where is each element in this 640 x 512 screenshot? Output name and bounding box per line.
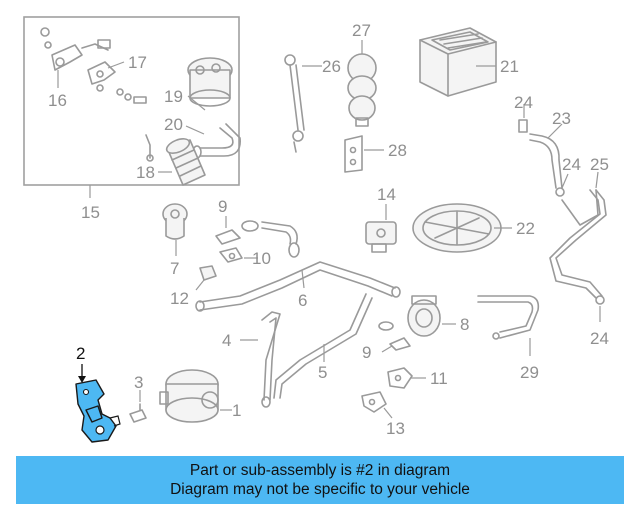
callout-27: 27	[352, 21, 371, 40]
callout-20: 20	[164, 115, 183, 134]
callout-24-middle: 24	[562, 155, 581, 174]
part-9-gasket-lower[interactable]	[378, 321, 411, 351]
part-20-hose[interactable]	[192, 123, 241, 159]
info-banner: Part or sub-assembly is #2 in diagram Di…	[16, 456, 624, 504]
part-7-valve[interactable]	[162, 203, 188, 240]
callout-23: 23	[552, 109, 571, 128]
callout-25: 25	[590, 155, 609, 174]
banner-line-part-info: Part or sub-assembly is #2 in diagram	[189, 462, 451, 479]
callout-13: 13	[386, 419, 405, 438]
part-8-valve[interactable]	[407, 295, 441, 337]
callout-1: 1	[232, 401, 241, 420]
callout-2-highlighted: 2	[76, 344, 85, 363]
part-5-pipe[interactable]	[273, 293, 373, 399]
part-29-hose[interactable]	[477, 295, 540, 340]
part-21-control-unit[interactable]	[419, 27, 497, 97]
callout-3: 3	[134, 373, 143, 392]
part-1-air-pump[interactable]	[159, 369, 219, 423]
callout-24-bottom: 24	[590, 329, 609, 348]
callout-8: 8	[460, 315, 469, 334]
part-23-hose[interactable]	[518, 119, 563, 189]
callout-14: 14	[377, 185, 396, 204]
part-27-bellows[interactable]	[347, 53, 377, 127]
callout-9-upper: 9	[218, 197, 227, 216]
callout-24-top: 24	[514, 93, 533, 112]
part-6-pipe[interactable]	[195, 221, 401, 312]
callout-22: 22	[516, 219, 535, 238]
part-18-filter[interactable]	[165, 136, 206, 186]
part-3-bolt[interactable]	[129, 403, 147, 423]
part-24-clamp	[555, 187, 565, 197]
part-17-bracket[interactable]	[87, 61, 116, 92]
callout-9-lower: 9	[362, 343, 371, 362]
callout-12: 12	[170, 289, 189, 308]
part-2-highlighted-bracket[interactable]	[75, 379, 121, 443]
part-25-hose[interactable]	[549, 189, 607, 305]
banner-line-disclaimer: Diagram may not be specific to your vehi…	[170, 481, 470, 498]
part-13-bracket[interactable]	[361, 391, 387, 413]
part-26-rod[interactable]	[284, 54, 305, 153]
callout-16: 16	[48, 91, 67, 110]
callout-26: 26	[322, 57, 341, 76]
callout-4: 4	[222, 331, 231, 350]
part-wire	[145, 134, 151, 159]
callout-17: 17	[128, 53, 147, 72]
part-22-disk[interactable]	[412, 203, 502, 253]
part-4-pipe[interactable]	[261, 311, 281, 408]
part-10-flange[interactable]	[219, 247, 243, 263]
part-12-connector[interactable]	[199, 265, 217, 281]
callout-28: 28	[388, 141, 407, 160]
callout-5: 5	[318, 363, 327, 382]
callout-19: 19	[164, 87, 183, 106]
part-washers	[116, 88, 147, 104]
callout-18: 18	[136, 163, 155, 182]
callout-15: 15	[81, 203, 100, 222]
callout-6: 6	[298, 291, 307, 310]
part-28-bracket[interactable]	[344, 135, 363, 173]
part-9-gasket-upper[interactable]	[215, 229, 241, 245]
callout-10: 10	[252, 249, 271, 268]
callout-21: 21	[500, 57, 519, 76]
callout-11: 11	[430, 369, 448, 388]
callout-7: 7	[170, 259, 179, 278]
part-19-valve[interactable]	[187, 57, 233, 107]
part-11-bracket[interactable]	[387, 367, 413, 389]
part-14-sensor[interactable]	[365, 221, 397, 253]
callout-29: 29	[520, 363, 539, 382]
part-16-bracket[interactable]	[40, 27, 111, 71]
subassembly-15-frame	[23, 16, 240, 186]
part-gasket-small	[241, 220, 259, 232]
